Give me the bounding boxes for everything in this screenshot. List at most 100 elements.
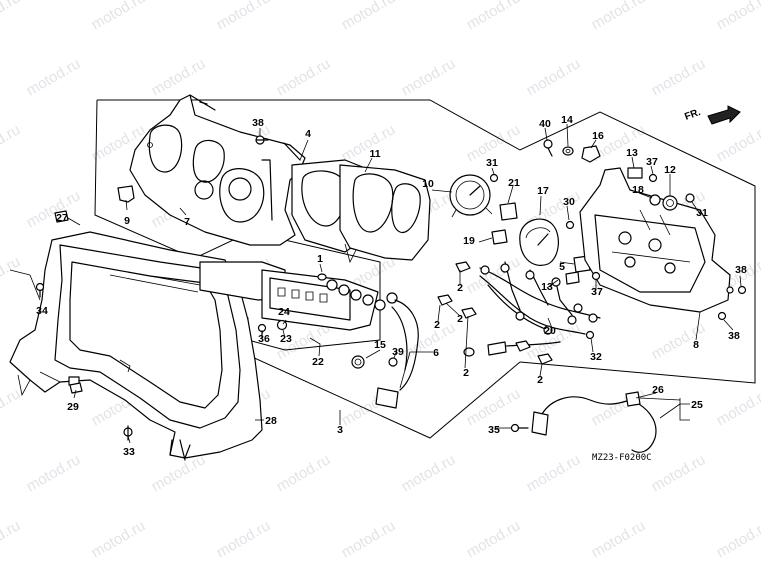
clip-29 [69,382,83,394]
meter-visor-7 [129,94,306,246]
part-label-2: 2 [434,319,440,331]
grommet-12 [662,195,678,211]
part-label-2: 2 [463,367,469,379]
clamp-2-a [455,261,471,273]
watermark-text: motod.ru [714,121,761,165]
part-label-14: 14 [561,114,573,126]
watermark-text: motod.ru [89,517,149,561]
part-label-36: 36 [258,333,270,345]
watermark-text: motod.ru [649,319,709,363]
screw-35 [510,423,529,433]
watermark-text: motod.ru [0,121,23,165]
watermark-text: motod.ru [524,451,584,495]
watermark-text: motod.ru [649,451,709,495]
part-label-33: 33 [123,446,135,458]
bulb-31 [489,173,499,183]
part-label-21: 21 [508,177,520,189]
part-label-31: 31 [486,157,498,169]
part-label-19: 19 [463,235,475,247]
watermark-text: motod.ru [24,55,84,99]
watermark-text: motod.ru [0,385,23,429]
part-label-5: 5 [559,261,565,273]
watermark-text: motod.ru [0,253,23,297]
part-label-28: 28 [265,415,277,427]
watermark-text: motod.ru [399,55,459,99]
watermark-text: motod.ru [339,517,399,561]
part-label-15: 15 [374,339,386,351]
socket-18 [649,194,661,206]
washer-14 [562,146,574,156]
watermark-text: motod.ru [214,0,274,33]
watermark-text: motod.ru [714,517,761,561]
screw-32 [585,330,595,340]
socket-15 [351,355,365,369]
gauge-17 [519,218,559,266]
watermark-text: motod.ru [714,385,761,429]
part-label-37: 37 [591,286,603,298]
connector-3 [375,387,399,409]
part-label-40: 40 [539,118,551,130]
bulb-sockets-3 [326,279,419,391]
watermark-text: motod.ru [589,0,649,33]
part-label-34: 34 [36,305,48,317]
screw-30 [565,220,575,230]
watermark-text: motod.ru [339,121,399,165]
clip-27 [54,210,69,223]
watermark-text: motod.ru [0,517,23,561]
watermark-text: motod.ru [464,0,524,33]
watermark-text: motod.ru [214,517,274,561]
watermark-text: motod.ru [0,0,23,33]
part-label-3: 3 [337,424,343,436]
part-label-17: 17 [537,185,549,197]
part-label-9: 9 [124,215,130,227]
part-label-2: 2 [457,282,463,294]
watermark-text: motod.ru [524,55,584,99]
part-label-25: 25 [691,399,703,411]
watermark-text: motod.ru [24,451,84,495]
part-label-2: 2 [537,374,543,386]
part-label-4: 4 [305,128,311,140]
screw-34 [35,282,45,298]
clamp-13-b [565,271,580,285]
watermark-text: motod.ru [89,0,149,33]
part-label-13: 13 [626,147,638,159]
part-label-29: 29 [67,401,79,413]
part-label-18: 18 [632,184,644,196]
watermark-text: motod.ru [399,319,459,363]
part-label-37: 37 [646,156,658,168]
bracket-21 [499,202,518,221]
watermark-text: motod.ru [149,55,209,99]
part-label-20: 20 [544,325,556,337]
part-label-10: 10 [422,178,434,190]
part-label-35: 35 [488,424,500,436]
clamp-2-c [461,307,477,319]
bulb-39 [388,357,398,367]
part-label-38: 38 [252,117,264,129]
nut-16 [581,145,601,163]
front-direction-arrow-icon [707,105,741,125]
watermark-text: motod.ru [714,0,761,33]
watermark-text: motod.ru [589,385,649,429]
screw-40 [543,139,553,157]
part-label-23: 23 [280,333,292,345]
clamp-19 [491,229,508,245]
screw-38-b [737,285,747,295]
part-label-13: 13 [541,281,553,293]
drawing-code: MZ23-F0200C [592,453,652,463]
part-label-39: 39 [392,346,404,358]
part-label-12: 12 [664,164,676,176]
grommet-9 [117,185,135,203]
screw-33 [123,425,133,441]
part-label-6: 6 [433,347,439,359]
part-label-22: 22 [312,356,324,368]
indicator-panel-22 [199,261,379,331]
watermark-text: motod.ru [149,451,209,495]
part-label-32: 32 [590,351,602,363]
leader-lines [9,123,742,444]
instrument-lower-cover-28 [9,231,263,461]
watermark-text: motod.ru [464,517,524,561]
washer-6 [463,347,475,357]
